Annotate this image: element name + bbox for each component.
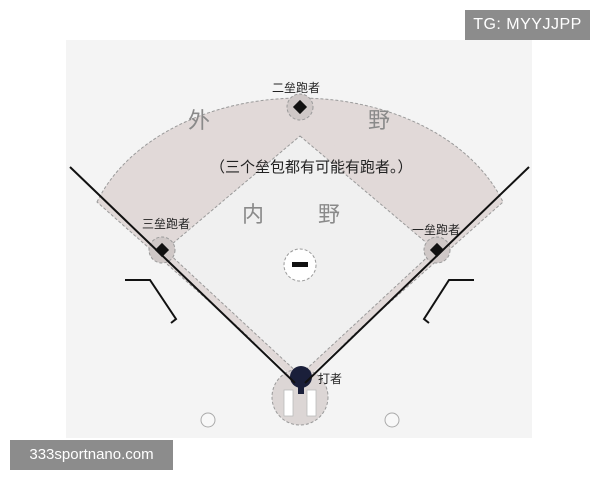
pitchers-rubber: [292, 262, 308, 267]
first-base-runner-label: 一垒跑者: [412, 223, 460, 237]
third-base-foul-line: [69, 166, 296, 384]
first-base-foul-line: [304, 166, 530, 384]
watermark-website: 333sportnano.com: [10, 440, 173, 470]
outfield-label-right: 野: [368, 109, 390, 134]
first-base-dugout: [422, 279, 474, 324]
outfield-label-left: 外: [188, 109, 210, 134]
third-base-dugout: [125, 279, 178, 324]
batter-label: 打者: [318, 372, 342, 386]
third-base-runner-label: 三垒跑者: [142, 217, 190, 231]
on-deck-circle-right: [384, 412, 400, 428]
on-deck-circle-left: [200, 412, 216, 428]
runners-note: （三个垒包都有可能有跑者。）: [210, 158, 413, 176]
second-base-runner-label: 二垒跑者: [272, 81, 320, 95]
batter-marker: [290, 366, 312, 388]
batter-box-right: [306, 389, 317, 417]
watermark-telegram: TG: MYYJJPP: [465, 10, 590, 40]
batter-box-left: [283, 389, 294, 417]
infield-label-left: 内: [242, 203, 264, 228]
batter-bat: [298, 385, 304, 394]
second-base: [292, 99, 308, 115]
infield-label-right: 野: [318, 203, 340, 228]
